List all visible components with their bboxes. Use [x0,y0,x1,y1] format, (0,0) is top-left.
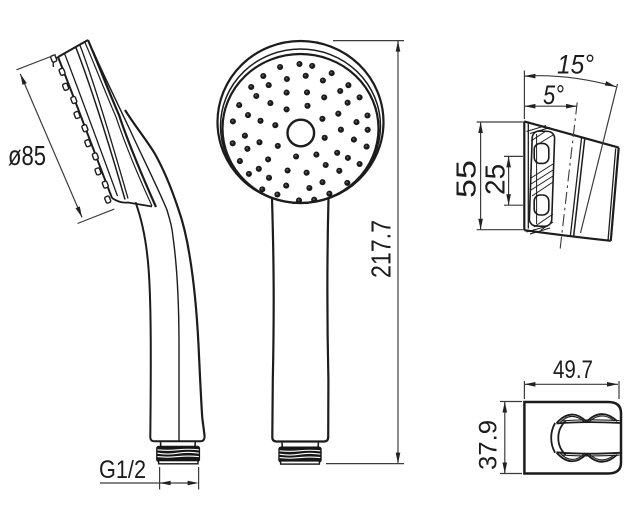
svg-text:ø85: ø85 [8,140,46,171]
svg-text:5°: 5° [543,80,564,110]
svg-text:25: 25 [480,164,511,195]
svg-text:15°: 15° [557,50,594,80]
svg-text:55: 55 [451,160,482,198]
svg-text:G1/2: G1/2 [99,456,146,484]
svg-text:37.9: 37.9 [475,420,503,470]
svg-text:217.7: 217.7 [366,220,397,278]
svg-text:49.7: 49.7 [553,356,593,384]
